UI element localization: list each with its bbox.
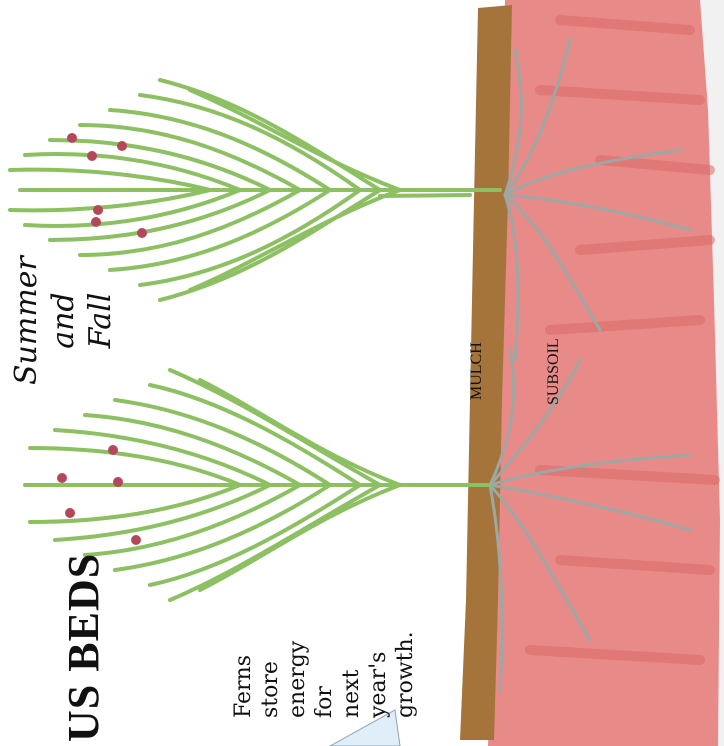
diagram-title: US BEDS [58, 553, 109, 742]
berry [87, 151, 97, 161]
caption-line: for [311, 631, 338, 718]
berry [67, 133, 77, 143]
mulch-label: MULCH [468, 342, 486, 400]
season-line: Fall [82, 256, 119, 385]
berry [91, 217, 101, 227]
season-line: Summer [8, 256, 45, 385]
berry [93, 205, 103, 215]
caption-line: growth. [392, 631, 419, 718]
caption-line: next [338, 631, 365, 718]
caption-line: store [257, 631, 284, 718]
berry [117, 141, 127, 151]
season-line: and [45, 256, 82, 385]
fern-caption: Ferns store energy for next year's growt… [230, 631, 419, 718]
berry [137, 228, 147, 238]
berry [131, 535, 141, 545]
berry [57, 473, 67, 483]
berry [65, 508, 75, 518]
berry [108, 445, 118, 455]
berry [113, 477, 123, 487]
subsoil-layer [488, 0, 720, 746]
subsoil-label: SUBSOIL [545, 338, 563, 405]
caption-line: year's [365, 631, 392, 718]
caption-line: Ferns [230, 631, 257, 718]
season-label: Summer and Fall [8, 256, 119, 385]
caption-line: energy [284, 631, 311, 718]
